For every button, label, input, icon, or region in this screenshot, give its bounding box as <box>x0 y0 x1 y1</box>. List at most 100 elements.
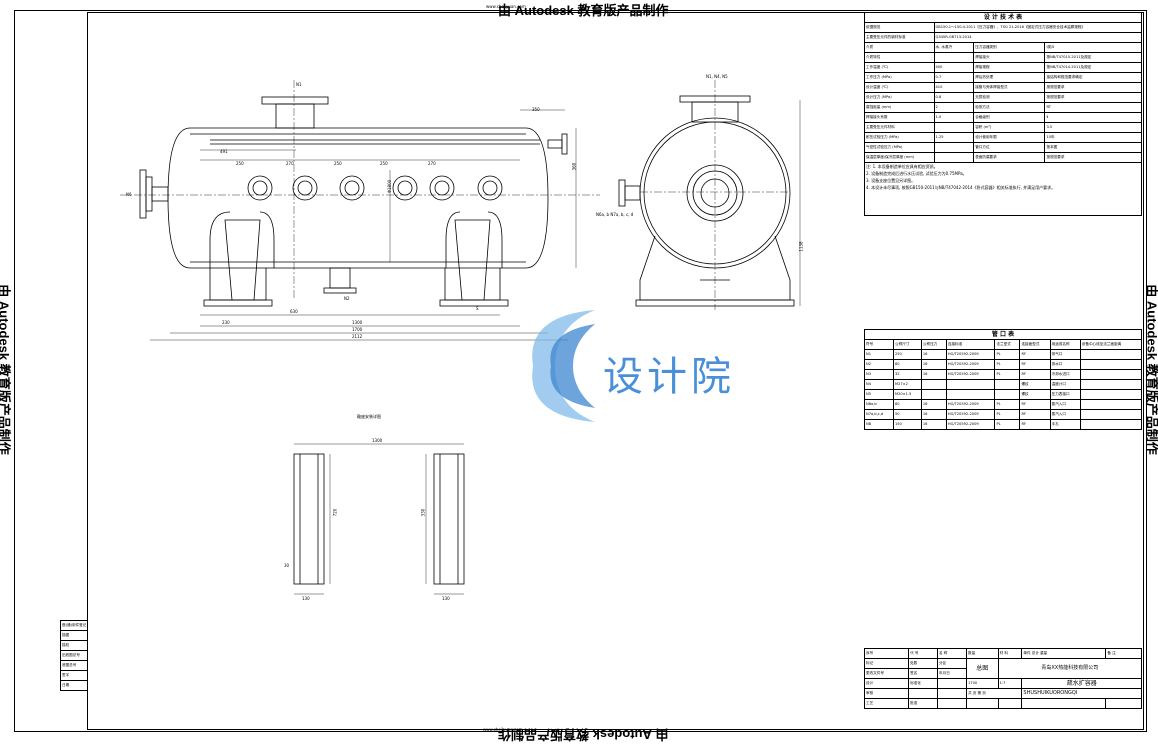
support-dim-t: 30 <box>284 563 290 568</box>
cell: 手孔 <box>1049 419 1081 430</box>
cell: HG/T20592-2009 <box>945 409 996 420</box>
support-dim-b2: 130 <box>442 596 450 601</box>
vessel-end-view <box>618 80 801 310</box>
support-title: 鞍座安装详图 <box>357 414 381 419</box>
tech-row-k: 气密性试验压力 (MPa) <box>864 142 935 153</box>
cell: RF <box>1019 359 1051 370</box>
tech-row-v <box>933 122 975 133</box>
tb-sheet: 共 页 第 页 <box>966 688 1023 699</box>
cell: 蒸汽入口 <box>1049 409 1081 420</box>
cell: RF <box>1019 419 1051 430</box>
nozzle-header: 法兰型式 <box>994 339 1021 350</box>
cell: 冷却水进口 <box>1049 369 1081 380</box>
tech-row-k2: 焊接接头 <box>973 52 1046 63</box>
dim-250b: 250 <box>334 161 342 166</box>
tech-row-k2: 焊接规程 <box>973 62 1046 73</box>
support-dim-w: 1300 <box>372 438 383 443</box>
tech-row-v2: 按规范要求 <box>1044 152 1142 163</box>
tech-row-v: 400 <box>933 62 975 73</box>
strip-cell: 借(通)用件登记 <box>59 620 89 631</box>
tech-row-v2: 3.5 <box>1044 122 1142 133</box>
tech-row-v2: RT <box>1044 102 1142 113</box>
cell: PL <box>994 359 1021 370</box>
tech-row-v2: Ⅰ类/Ⅱ <box>1044 42 1142 53</box>
cell: 螺纹 <box>1019 389 1051 400</box>
tech-row-v <box>933 152 975 163</box>
cell: N3 <box>864 369 894 380</box>
tech-row-v: 0.7 <box>933 72 975 83</box>
tech-row-v: 1.25 <box>933 132 975 143</box>
tb-label: 审核 <box>863 688 910 699</box>
tech-row-v2: 按本图 <box>1044 142 1142 153</box>
center-logo: 设计院 <box>515 306 760 426</box>
tech-row-k2: 设计使用年限 <box>973 132 1046 143</box>
tech-row-k: 工作温度 (℃) <box>864 62 935 73</box>
cell: M27×2 <box>892 379 922 390</box>
cell: RF <box>1019 399 1051 410</box>
nozzle-header: 公称压力 <box>920 339 947 350</box>
tb-drawing-no: SHUSHUIKUORONGQI <box>1021 688 1142 699</box>
strip-cell: 底图总号 <box>59 660 89 671</box>
tech-row-k: 设计温度 (℃) <box>864 82 935 93</box>
cell: N8 <box>864 419 894 430</box>
left-strip: 借(通)用件登记 描图 描校 旧底图总号 底图总号 签字 日期 <box>59 620 89 691</box>
nozzle-header: 用途或名称 <box>1049 339 1081 350</box>
nozzle-header: 公称尺寸 <box>892 339 922 350</box>
cell <box>945 379 996 390</box>
tb-label: 分区 <box>937 658 968 669</box>
cell: RF <box>1019 369 1051 380</box>
cell: PL <box>994 419 1021 430</box>
dim-350: 350 <box>532 107 540 112</box>
dim-2112: 2112 <box>352 334 363 339</box>
cell <box>1079 389 1143 400</box>
std-label: 依据规范 <box>864 22 935 33</box>
tb-label: 标准化 <box>908 678 939 689</box>
cell: 250 <box>892 349 922 360</box>
nozzle-table: 管 口 表 符号 公称尺寸 公称压力 连接标准 法兰型式 连接面型式 用途或名称… <box>864 329 1143 430</box>
tech-row-v: 0.8 <box>933 92 975 103</box>
cell <box>1079 369 1143 380</box>
tb-drawing-name: 疏水扩容器 <box>1021 678 1142 689</box>
nozzle-table-title: 管 口 表 <box>864 329 1142 340</box>
end-height: 1138 <box>798 241 804 252</box>
label-n2: N2 <box>344 296 350 301</box>
material-value: Q345R-GB713-2014 <box>933 32 1143 43</box>
tech-row-k2: 接管与壳体焊接型式 <box>973 82 1046 93</box>
tech-row-k2: 合格级别 <box>973 112 1046 123</box>
tech-row-k2: 表面防腐要求 <box>973 152 1046 163</box>
dim-250c: 250 <box>380 161 388 166</box>
cell: HG/T20592-2009 <box>945 399 996 410</box>
tech-row-k: 保温层厚度/保冷层厚度 (mm) <box>864 152 935 163</box>
tb-header: 名 称 <box>937 648 968 659</box>
tech-row-k2: 检测方法 <box>973 102 1046 113</box>
tech-row-v2: 接结构和规范要求确定 <box>1044 72 1142 83</box>
cell: 温度计口 <box>1049 379 1081 390</box>
dim-230: 230 <box>222 320 230 325</box>
cell: PL <box>994 399 1021 410</box>
cell: 16 <box>920 359 947 370</box>
vessel-side-view <box>120 80 600 341</box>
tech-row-k: 介质特性 <box>864 52 935 63</box>
cell: M20×1.5 <box>892 389 922 400</box>
end-label-left: N6a, b N7a, b, c, d <box>596 212 634 217</box>
watermark-url-top: www.shejiyuan.com <box>486 4 526 9</box>
cell <box>1079 419 1143 430</box>
cell <box>994 389 1021 400</box>
strip-cell: 描图 <box>59 630 89 641</box>
strip-cell: 日期 <box>59 680 89 691</box>
tb-label: 批准 <box>908 698 939 709</box>
cell <box>1079 409 1143 420</box>
tb-header: 数量 <box>966 648 999 659</box>
dim-270b: 270 <box>428 161 436 166</box>
dim-360: 360 <box>571 162 577 171</box>
nozzle-header: 符号 <box>864 339 894 350</box>
dim-1700: 1700 <box>352 327 363 332</box>
tech-row-v2: 按NB/T47014-2011及规定 <box>1044 62 1142 73</box>
cell: RF <box>1019 349 1051 360</box>
